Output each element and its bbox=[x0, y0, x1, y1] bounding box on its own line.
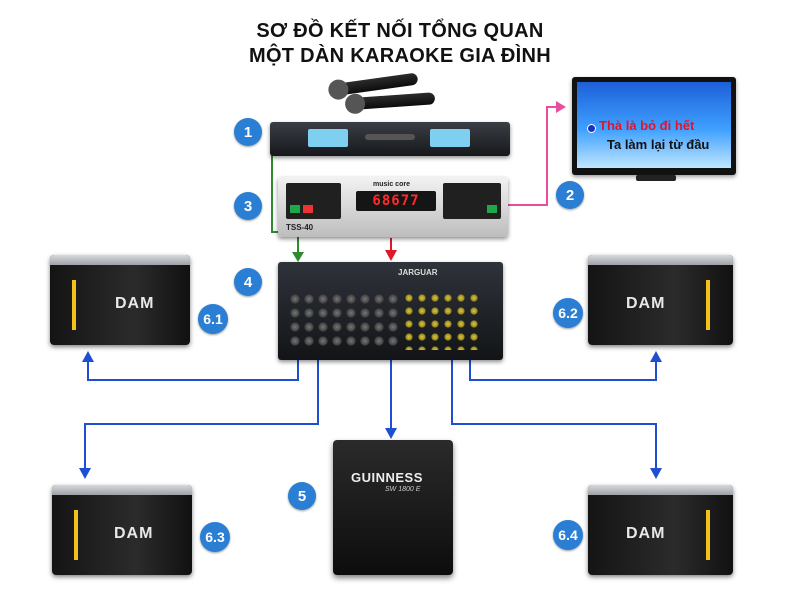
receiver-display-a bbox=[308, 129, 348, 147]
speaker-accent bbox=[706, 510, 710, 560]
receiver-display-b bbox=[430, 129, 470, 147]
badge-4: 4 bbox=[234, 268, 262, 296]
television: Thà là bỏ đi hết Ta làm lại từ đầu bbox=[572, 77, 736, 175]
badge-6-3: 6.3 bbox=[200, 522, 230, 552]
speaker-6-2: DAM bbox=[588, 255, 733, 345]
player-display: 68677 bbox=[356, 191, 436, 211]
player-buttons-left bbox=[286, 183, 341, 219]
blue-arrows-mixer-to-speakers bbox=[84, 360, 657, 470]
pink-arrow-player-to-tv bbox=[508, 106, 556, 206]
subwoofer-model: SW 1800 E bbox=[385, 486, 421, 493]
speaker-6-3: DAM bbox=[52, 485, 192, 575]
player-keypad bbox=[443, 183, 501, 219]
tv-lyric-line1: Thà là bỏ đi hết bbox=[599, 118, 695, 133]
diagram-title-line2: MỘT DÀN KARAOKE GIA ĐÌNH bbox=[248, 45, 551, 67]
speaker-logo: DAM bbox=[115, 295, 155, 312]
speaker-accent bbox=[74, 510, 78, 560]
mixer-knobs bbox=[288, 292, 398, 350]
speaker-6-4: DAM bbox=[588, 485, 733, 575]
subwoofer: GUINNESS SW 1800 E bbox=[333, 440, 453, 575]
speaker-accent bbox=[72, 280, 76, 330]
badge-6-4: 6.4 bbox=[553, 520, 583, 550]
tv-screen: Thà là bỏ đi hết Ta làm lại từ đầu bbox=[577, 82, 731, 168]
speaker-logo: DAM bbox=[114, 525, 154, 542]
player-model: TSS-40 bbox=[286, 223, 314, 232]
badge-6-1: 6.1 bbox=[198, 304, 228, 334]
diagram-title-line1: SƠ ĐỒ KẾT NỐI TỔNG QUAN bbox=[256, 20, 544, 42]
badge-3: 3 bbox=[234, 192, 262, 220]
karaoke-mixer: JARGUAR bbox=[278, 262, 503, 360]
speaker-accent bbox=[706, 280, 710, 330]
pink-arrow-head bbox=[556, 101, 566, 113]
receiver-panel bbox=[365, 134, 415, 140]
mixer-brand: JARGUAR bbox=[398, 268, 438, 277]
tv-stand bbox=[636, 175, 676, 181]
player-display-number: 68677 bbox=[372, 193, 420, 209]
player-brand: music core bbox=[373, 181, 410, 188]
green-arrow-head bbox=[292, 252, 304, 262]
red-arrow-head bbox=[385, 250, 397, 261]
badge-5: 5 bbox=[288, 482, 316, 510]
badge-6-2: 6.2 bbox=[553, 298, 583, 328]
subwoofer-brand: GUINNESS bbox=[351, 470, 423, 485]
lyric-dot-icon bbox=[587, 124, 596, 133]
karaoke-player: music core 68677 TSS-40 bbox=[278, 177, 508, 237]
speaker-logo: DAM bbox=[626, 295, 666, 312]
speaker-logo: DAM bbox=[626, 525, 666, 542]
mixer-knobs-gold bbox=[403, 292, 483, 350]
tv-lyric-line2: Ta làm lại từ đầu bbox=[607, 137, 710, 152]
badge-1: 1 bbox=[234, 118, 262, 146]
blue-arrow-heads bbox=[79, 351, 662, 479]
mic-receiver bbox=[270, 122, 510, 156]
badge-2: 2 bbox=[556, 181, 584, 209]
speaker-6-1: DAM bbox=[50, 255, 190, 345]
